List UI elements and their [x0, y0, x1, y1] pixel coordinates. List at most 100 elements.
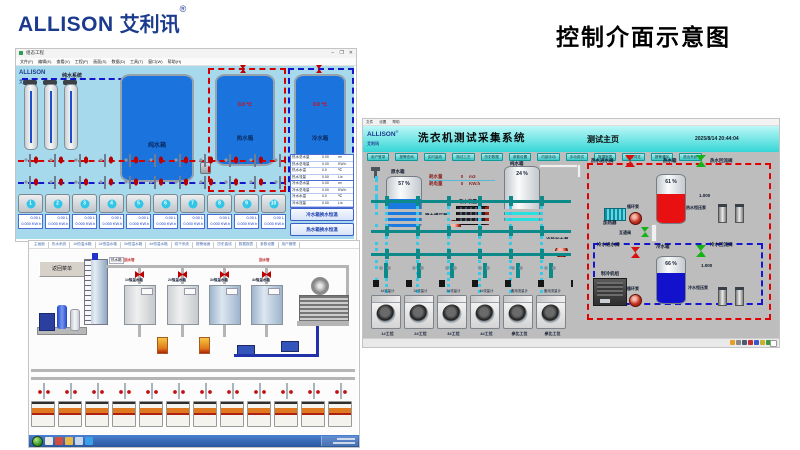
screen-tab[interactable]: 烘干系统	[172, 242, 194, 248]
window-menubar: 文件 设置 帮助	[363, 119, 779, 126]
toolbar-icon[interactable]	[730, 340, 735, 345]
taskbar-app-icon[interactable]	[85, 437, 93, 445]
washer-panel	[537, 296, 565, 303]
slide-title: 控制介面示意图	[556, 25, 731, 50]
screen-tab[interactable]: 历史曲线	[214, 242, 236, 248]
function-button[interactable]: 测试工艺	[452, 153, 475, 161]
pipe-label: 回水管	[124, 258, 135, 262]
screen-tab[interactable]: 用户管理	[279, 242, 300, 248]
washing-machine	[470, 295, 500, 329]
screen-tab[interactable]: 主画面	[31, 242, 49, 248]
function-button[interactable]: 数据报表	[594, 153, 617, 161]
toolbar-icon[interactable]	[766, 340, 771, 345]
taskbar-app-icon[interactable]	[45, 437, 53, 445]
cold-return-valve-icon	[696, 245, 706, 257]
menu-item[interactable]: 工程(P)	[74, 59, 89, 64]
toolbar-icon[interactable]	[742, 340, 747, 345]
tank-inlet-valve-icon	[178, 271, 187, 278]
back-menu-button[interactable]: 返回菜单	[39, 261, 85, 277]
white-pipe	[577, 164, 581, 178]
menu-item[interactable]: 工具(T)	[130, 59, 144, 64]
screen-tab[interactable]: 报警画面	[193, 242, 215, 248]
function-button[interactable]: 实时曲线	[423, 153, 447, 161]
thermostatic-tank-4	[251, 285, 283, 325]
menu-item[interactable]: 查看(V)	[56, 59, 70, 64]
close-button[interactable]: ✕	[348, 50, 353, 56]
cold-tank-mode-button[interactable]: 冷水箱换水恒温	[290, 208, 354, 221]
function-button[interactable]: 报警清除	[650, 153, 674, 161]
minimize-button[interactable]: –	[331, 50, 334, 56]
function-button[interactable]: 报警查询	[395, 153, 418, 161]
system-tray[interactable]	[321, 436, 358, 446]
screen-tab[interactable]: 数据报表	[236, 242, 258, 248]
washer-door-icon	[376, 304, 396, 324]
cold-valve-row	[18, 176, 286, 189]
menu-item[interactable]: 窗口(W)	[148, 59, 163, 64]
toolbar-icon[interactable]	[754, 340, 759, 345]
pump-label: 循环泵	[627, 286, 639, 291]
chiller-unit	[37, 301, 87, 335]
taskbar-app-icon[interactable]	[55, 437, 63, 445]
consumption-readout: 耗水量 0 m3 耗电量 0 KW.h	[429, 174, 495, 192]
station-machine: 1	[18, 194, 43, 213]
toolbar-icon[interactable]	[760, 340, 765, 345]
page-title: 测试主页	[587, 135, 619, 144]
scada-canvas: 返回菜单 热水箱 回水管 回水管	[29, 249, 357, 435]
function-button[interactable]: 内部手动	[537, 153, 560, 161]
readout-row: 耗电量 0 KW.h	[429, 181, 481, 186]
washer-panel	[504, 296, 532, 303]
windows-taskbar	[29, 435, 359, 447]
tank-label: 热水箱	[236, 136, 254, 142]
washing-machine	[166, 401, 190, 427]
toolbar-icon[interactable]	[770, 340, 777, 347]
washer-door-icon	[442, 304, 462, 324]
menu-item[interactable]: 文件	[366, 120, 374, 124]
energy-value: 0.000 KW.h	[75, 222, 95, 226]
screen-tab[interactable]: 热水系统	[49, 242, 71, 248]
return-pipe-drop	[346, 265, 349, 297]
cold-pressure-pump-icon	[718, 287, 727, 306]
tank-label: 1#恒温水箱	[125, 278, 143, 282]
folder-icon[interactable]	[65, 437, 73, 445]
screen-tab[interactable]: 参数设置	[257, 242, 279, 248]
screen-tab[interactable]: 2#恒温水箱	[96, 242, 121, 248]
toolbar-icon[interactable]	[736, 340, 741, 345]
taskbar-app-icon[interactable]	[75, 437, 83, 445]
cold-water-tank: 0.0 ℃ 冷水箱	[294, 74, 346, 166]
filter-cap	[63, 80, 77, 85]
station-machine: 7	[180, 194, 205, 213]
toolbar-icon[interactable]	[748, 340, 753, 345]
washer-door-icon	[541, 304, 561, 324]
station-label: 3#工位	[447, 331, 460, 336]
menu-item[interactable]: 画面(S)	[93, 59, 107, 64]
pipe-label: 回水管	[259, 258, 270, 262]
function-button[interactable]: 参数设置	[508, 153, 532, 161]
screen-tab[interactable]: 1#恒温水箱	[70, 242, 96, 248]
menu-item[interactable]: 帮助	[392, 120, 400, 124]
menu-item[interactable]: 编辑(E)	[38, 59, 52, 64]
screen-tab[interactable]: 4#恒温水箱	[146, 242, 172, 248]
menu-item[interactable]: 设置	[379, 120, 387, 124]
function-button[interactable]: 手动测试	[565, 153, 588, 161]
start-button-icon[interactable]	[32, 436, 43, 447]
function-button[interactable]: 历史数据	[480, 153, 503, 161]
station-valve-clusters	[371, 263, 571, 278]
menu-item[interactable]: 帮助(H)	[167, 59, 182, 64]
function-button[interactable]: 报警浏览	[622, 153, 645, 161]
function-button[interactable]: 用户登录	[367, 153, 390, 161]
hot-tank-mode-button[interactable]: 热水箱换水恒温	[290, 223, 354, 236]
status-toolbar	[363, 338, 779, 347]
maximize-button[interactable]: ❐	[339, 50, 344, 56]
system-label: 纯水系统	[62, 73, 83, 79]
menu-item[interactable]: 文件(F)	[20, 59, 34, 64]
menu-item[interactable]: 数据(D)	[111, 59, 126, 64]
station-number-badge: 1	[26, 199, 35, 208]
screen-tab[interactable]: 3#恒温水箱	[121, 242, 147, 248]
washing-machine	[85, 401, 109, 427]
